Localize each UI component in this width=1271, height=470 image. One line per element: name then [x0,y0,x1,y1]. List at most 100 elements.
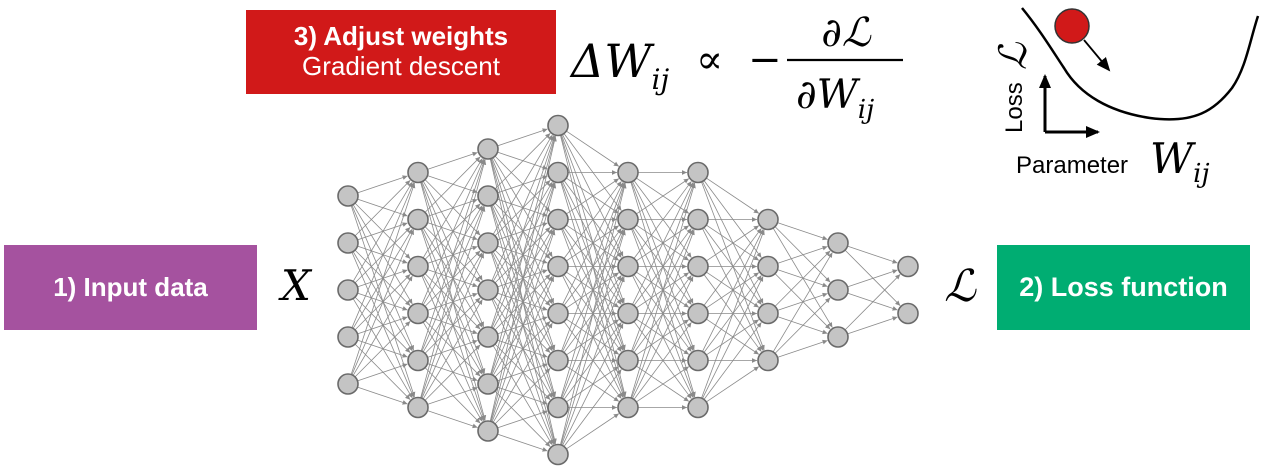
connection-edge [560,229,626,446]
connection-edge [777,339,828,358]
neuron-node-layer-5 [617,396,639,419]
connection-edge [354,249,411,306]
descent-arrow [1083,39,1111,72]
formula-delta-w: ΔWij [569,34,669,96]
neuron-node-layer-1 [337,232,359,254]
connection-edge [354,321,411,378]
connection-edge [497,151,548,170]
loss-curve [1021,7,1260,121]
neuron-node-layer-2 [407,302,429,325]
neuron-node-layer-3 [477,420,499,442]
connection-edge [424,367,481,424]
neuron-node-layer-4 [547,349,569,372]
gradient-formula: ΔWij ∝ − ∂ℒ ∂Wij [569,10,903,125]
neuron-node-layer-2 [407,161,429,184]
connection-edge [566,177,620,214]
connection-edge [847,316,898,335]
neuron-node-layer-9 [897,255,919,278]
connection-edge [494,368,551,425]
neuron-node-layer-7 [757,255,779,278]
connection-edge [563,180,622,258]
neuron-node-layer-7 [757,349,779,372]
connection-edge [706,366,760,403]
network-nodes [337,114,919,466]
connection-edge [490,135,556,328]
connection-edge [847,245,898,264]
connection-edge [631,229,695,399]
neuron-node-layer-5 [617,208,639,231]
connection-edge [422,158,483,259]
connection-edge [491,135,555,281]
neuron-node-layer-6 [687,161,709,184]
connection-edge [562,182,624,305]
connection-edge [566,224,620,261]
connection-edge [490,136,557,375]
connection-edge [633,274,692,352]
neuron-node-layer-3 [477,279,499,301]
neuron-node-layer-6 [687,349,709,372]
connection-edge [774,297,831,354]
connection-edge [490,229,556,422]
connection-edge [561,182,625,352]
connection-edge [772,252,833,353]
loss-symbol: ℒ [944,261,977,312]
formula-proportional-symbol: ∝ [696,37,723,83]
connection-edge [774,273,831,330]
connection-edge [774,250,831,307]
loss-axis-symbol: ℒ [991,41,1035,70]
connection-edge [420,159,486,352]
neuron-node-layer-1 [337,373,359,395]
neuron-node-layer-8 [827,279,849,301]
connection-edge [354,296,411,353]
connection-edge [494,343,551,400]
connection-edge [566,130,620,167]
neuron-node-layer-4 [547,208,569,231]
formula-denominator: ∂Wij [796,72,874,125]
connection-edge [424,344,481,401]
connection-edge [357,386,408,405]
connection-edge [352,181,413,282]
neuron-node-layer-6 [687,208,709,231]
connection-edge [357,198,408,217]
connection-edge [497,433,548,452]
connection-edge [563,227,622,305]
connection-edge [706,318,760,355]
connection-edge [566,413,620,450]
network-connections [350,128,901,452]
neuron-node-layer-3 [477,373,499,395]
neuron-node-layer-6 [687,396,709,419]
input-data-box: 1) Input data [4,245,257,330]
neuron-node-layer-5 [617,161,639,184]
connection-edge [847,292,898,311]
connection-edge [566,365,620,402]
connection-edge [492,322,553,423]
connection-edge [702,276,764,399]
formula-minus-sign: − [748,37,782,83]
neuron-node-layer-3 [477,185,499,207]
neuron-node-layer-5 [617,302,639,325]
connection-edge [357,175,408,194]
connection-edge [774,226,831,283]
connection-edge [560,182,626,399]
formula-numerator: ∂ℒ [821,10,872,56]
connection-edge [427,151,478,170]
connection-edge [633,181,692,259]
connection-edge [630,182,696,399]
connection-edge [494,155,551,212]
connection-edge [844,249,901,306]
neuron-node-layer-4 [547,396,569,419]
connection-edge [847,269,898,288]
connection-edge [561,276,625,446]
connection-edge [357,245,408,264]
connection-edge [424,156,481,213]
parameter-axis-symbol: Wij [1150,134,1210,189]
connection-edge [563,369,622,447]
connection-edge [636,177,690,214]
connection-edge [424,273,481,330]
connection-edge [703,322,762,400]
connection-edge [632,276,694,399]
neuron-node-layer-8 [827,232,849,254]
loss-landscape: Loss ℒ Parameter Wij [991,7,1260,189]
connection-edge [422,299,483,400]
